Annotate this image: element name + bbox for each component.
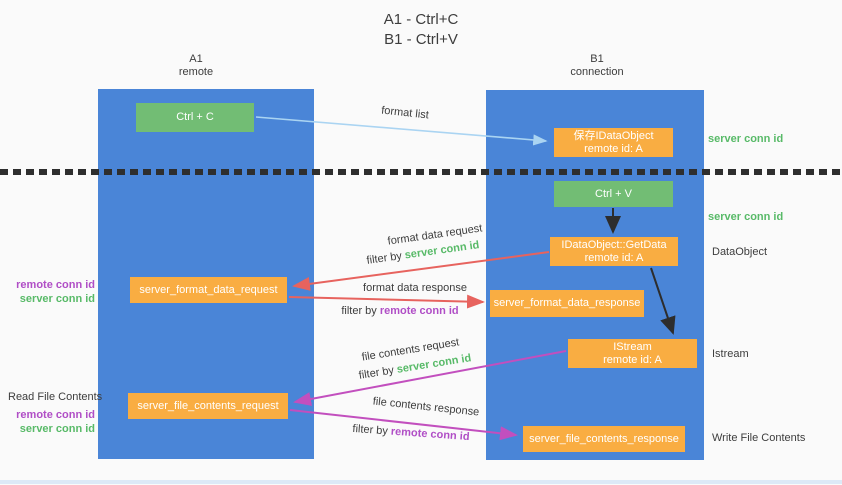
file-response-label: server_file_contents_response [529,432,679,445]
ctrl-v-label: Ctrl + V [595,187,632,200]
file-request-label: server_file_contents_request [137,399,279,412]
annotation-server-conn-id-top: server conn id [708,133,784,145]
arrow-format-data-response [288,294,485,309]
dotted-divider-line [0,169,842,175]
arrow-getdata-to-istream [650,267,676,335]
lane-a-subtitle: remote [178,66,214,78]
format-response-label: server_format_data_response [493,297,641,309]
title-line-a: A1 - Ctrl+C [383,11,459,28]
annotation-conn-ids-file: remote conn id server conn id [0,408,95,436]
lane-a-title: A1 [189,53,203,65]
format-request-node: server_format_data_request [130,277,287,303]
ctrl-v-node: Ctrl + V [554,181,673,207]
lane-b-header: B1 connection [537,53,657,79]
save-dataobject-line1: 保存IDataObject [573,129,654,142]
annotation-conn-ids-format: remote conn id server conn id [0,278,95,306]
lane-b-subtitle: connection [570,66,624,78]
save-dataobject-line2: remote id: A [584,142,643,155]
getdata-line2: remote id: A [584,251,644,264]
istream-line1: IStream [613,340,652,353]
filter-by-text: filter by [352,422,389,438]
format-response-node: server_format_data_response [490,290,644,317]
filter-by-text: filter by [341,305,377,317]
annotation-server-conn-id-mid: server conn id [708,211,784,223]
istream-node: IStream remote id: A [568,339,697,368]
getdata-node: IDataObject::GetData remote id: A [550,237,678,266]
title-line-b: B1 - Ctrl+V [384,31,458,48]
diagram-title: A1 - Ctrl+C B1 - Ctrl+V [0,10,842,50]
file-request-node: server_file_contents_request [128,393,288,419]
lane-b-title: B1 [590,53,604,65]
annotation-write-file-contents: Write File Contents [712,432,806,444]
annotation-read-file-contents: Read File Contents [8,391,103,403]
annotation-dataobject: DataObject [712,246,768,258]
annotation-server-conn-id-left-2: server conn id [19,423,95,435]
istream-line2: remote id: A [603,353,662,366]
ctrl-c-label: Ctrl + C [176,111,214,123]
filter-key-remote-conn-id-1: remote conn id [379,305,459,317]
file-response-node: server_file_contents_response [523,426,685,452]
annotation-remote-conn-id-1: remote conn id [16,279,95,291]
getdata-line1: IDataObject::GetData [561,238,667,251]
arrow-file-contents-request [293,350,567,406]
annotation-remote-conn-id-2: remote conn id [16,409,95,421]
arrow-format-list [255,116,548,146]
annotation-istream: Istream [712,348,749,360]
lane-a-header: A1 remote [136,53,256,79]
annotation-server-conn-id-left-1: server conn id [19,293,95,305]
arrow-file-contents-response [289,409,518,441]
arrow-format-data-request [292,251,550,291]
ctrl-c-node: Ctrl + C [136,103,254,132]
save-dataobject-node: 保存IDataObject remote id: A [554,128,673,157]
bottom-edge-strip [0,480,842,484]
label-format-data-response: format data response [363,282,467,294]
format-request-label: server_format_data_request [139,283,278,296]
